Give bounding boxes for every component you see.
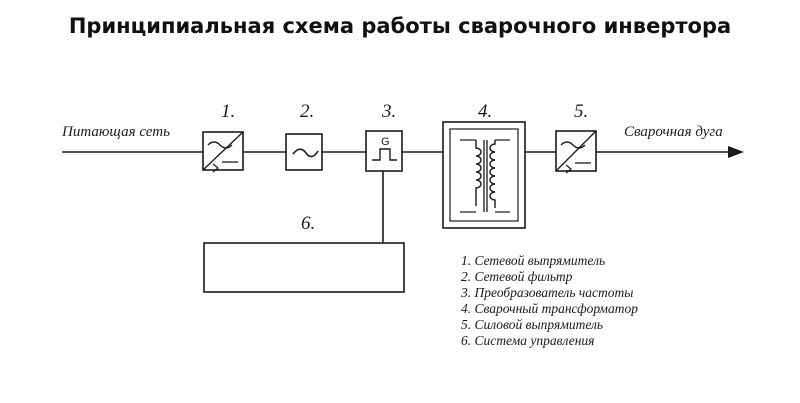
- legend-item: 6. Система управления: [461, 333, 594, 348]
- input-label: Питающая сеть: [61, 124, 170, 140]
- legend-item: 3. Преобразователь частоты: [460, 285, 633, 300]
- block-mains-filter: [285, 133, 323, 171]
- block-power-rectifier: [555, 130, 597, 174]
- block-number-5: 5.: [574, 101, 588, 122]
- block-frequency-converter: G: [365, 130, 403, 172]
- generator-letter: G: [381, 136, 390, 148]
- block-control-system: [203, 242, 405, 293]
- legend: 1. Сетевой выпрямитель 2. Сетевой фильтр…: [460, 253, 638, 348]
- block-number-4: 4.: [478, 101, 492, 122]
- output-label: Сварочная дуга: [624, 124, 723, 140]
- block-welding-transformer: [442, 121, 526, 229]
- legend-item: 2. Сетевой фильтр: [461, 269, 573, 284]
- block-number-1: 1.: [221, 101, 235, 122]
- legend-item: 5. Силовой выпрямитель: [461, 317, 603, 332]
- legend-item: 4. Сварочный трансформатор: [461, 301, 638, 316]
- page-title: Принципиальная схема работы сварочного и…: [68, 14, 732, 38]
- output-arrow: [728, 146, 744, 158]
- block-number-6: 6.: [301, 213, 315, 234]
- block-number-3: 3.: [381, 101, 396, 122]
- block-mains-rectifier: [202, 131, 244, 173]
- block-number-2: 2.: [300, 101, 314, 122]
- legend-item: 1. Сетевой выпрямитель: [461, 253, 605, 268]
